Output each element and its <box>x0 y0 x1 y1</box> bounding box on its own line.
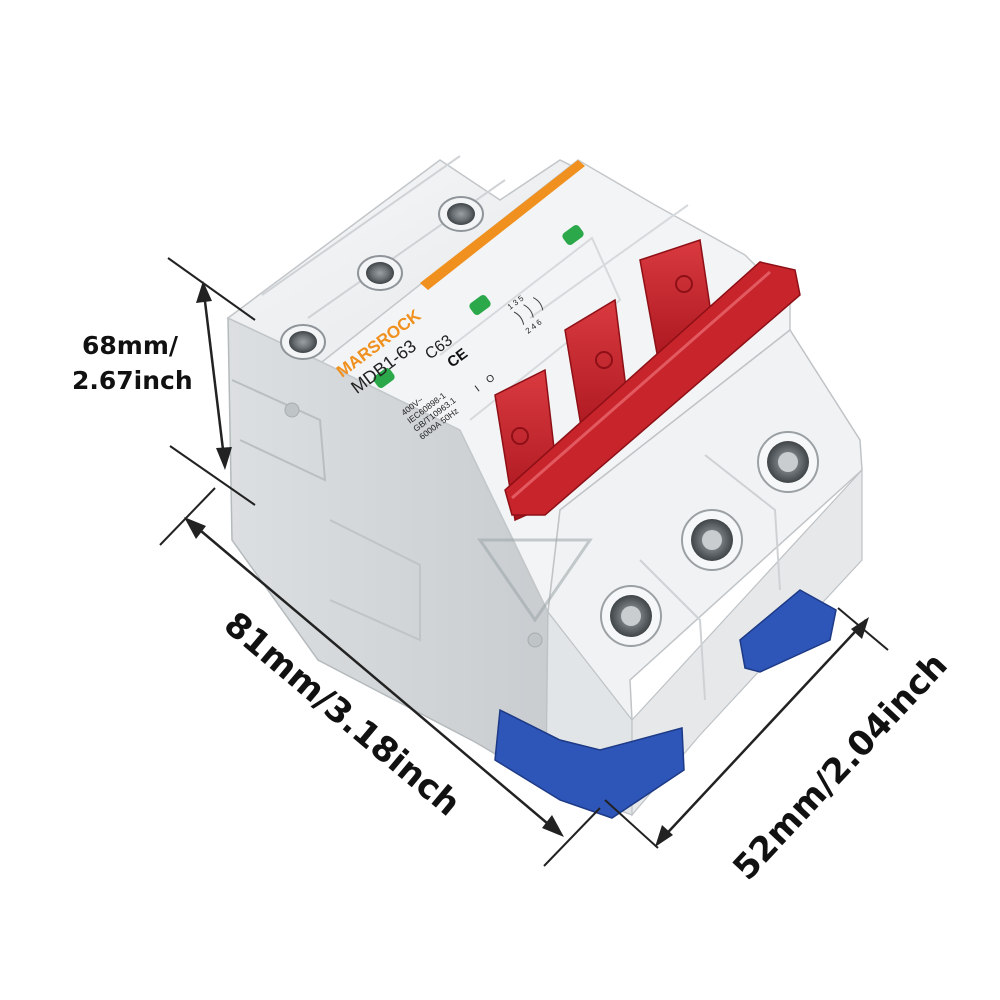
brand-stripe <box>420 160 585 290</box>
width-label: 52mm/2.04inch <box>725 645 955 888</box>
bottom-terminal-screw <box>681 509 743 571</box>
top-terminal-screw <box>438 196 484 232</box>
watermark-logo <box>477 538 593 623</box>
on-label: I <box>473 384 482 394</box>
handle-tie-bar <box>504 261 801 516</box>
top-terminal-screw <box>357 255 403 291</box>
status-indicator <box>469 295 491 315</box>
circuit-breaker: MARSROCK MDB1-63 C63 CE I O 400V~ IEC608… <box>226 155 863 819</box>
status-indicator <box>562 225 584 245</box>
din-rail-clip <box>494 708 685 819</box>
status-indicator <box>373 368 395 388</box>
height-label-mm: 68mm/ <box>82 331 179 360</box>
bottom-terminal-screw <box>757 431 819 493</box>
height-dimension: 68mm/ 2.67inch <box>72 257 256 506</box>
top-terminal-screw <box>280 324 326 360</box>
height-label-inch: 2.67inch <box>72 366 193 395</box>
din-rail-clip <box>739 589 837 673</box>
bottom-terminal-screw <box>600 585 662 647</box>
